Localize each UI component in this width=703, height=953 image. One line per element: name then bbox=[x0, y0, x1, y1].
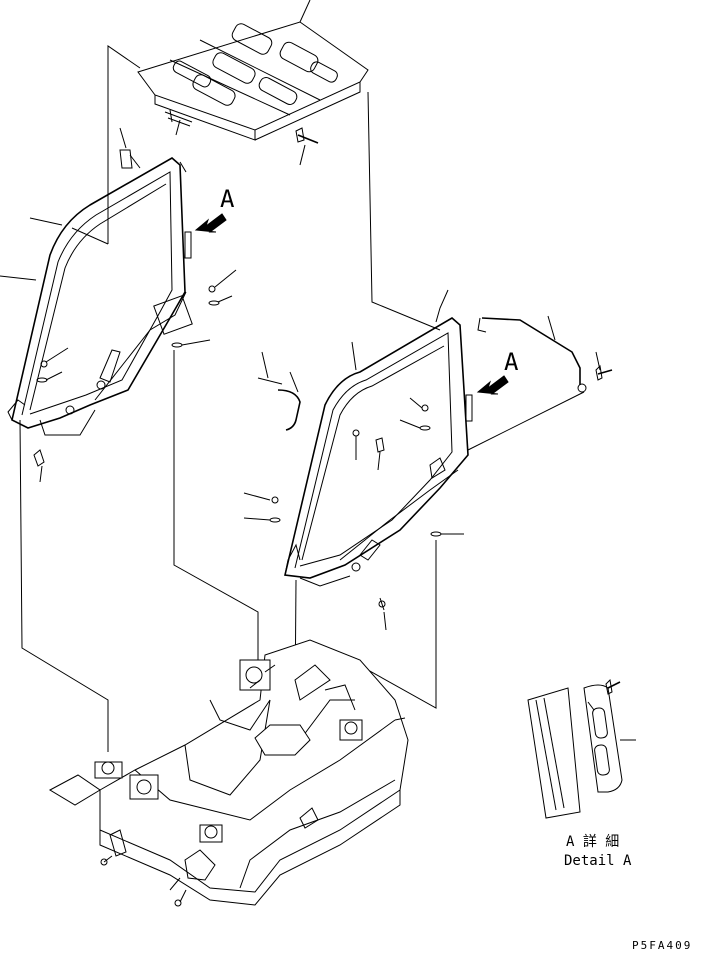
detail-title-en: Detail A bbox=[564, 853, 632, 869]
roof-bolt bbox=[295, 127, 319, 166]
detail-a-view bbox=[527, 678, 636, 819]
right-door-frame bbox=[284, 317, 473, 587]
roof-bracket bbox=[164, 109, 193, 136]
view-label-a-right: A bbox=[504, 348, 519, 376]
view-arrow-right bbox=[476, 375, 509, 395]
roof-panel bbox=[137, 0, 369, 141]
drawing-number: P5FA409 bbox=[632, 939, 692, 952]
view-label-a-left: A bbox=[220, 185, 235, 213]
left-frame-parts bbox=[0, 127, 237, 483]
view-arrow-left bbox=[194, 213, 227, 233]
right-frame-parts bbox=[243, 289, 464, 631]
support-rod bbox=[477, 315, 613, 393]
detail-title-jp: A 詳 細 bbox=[566, 834, 619, 850]
floor-frame bbox=[48, 639, 409, 907]
left-door-frame bbox=[7, 157, 193, 436]
